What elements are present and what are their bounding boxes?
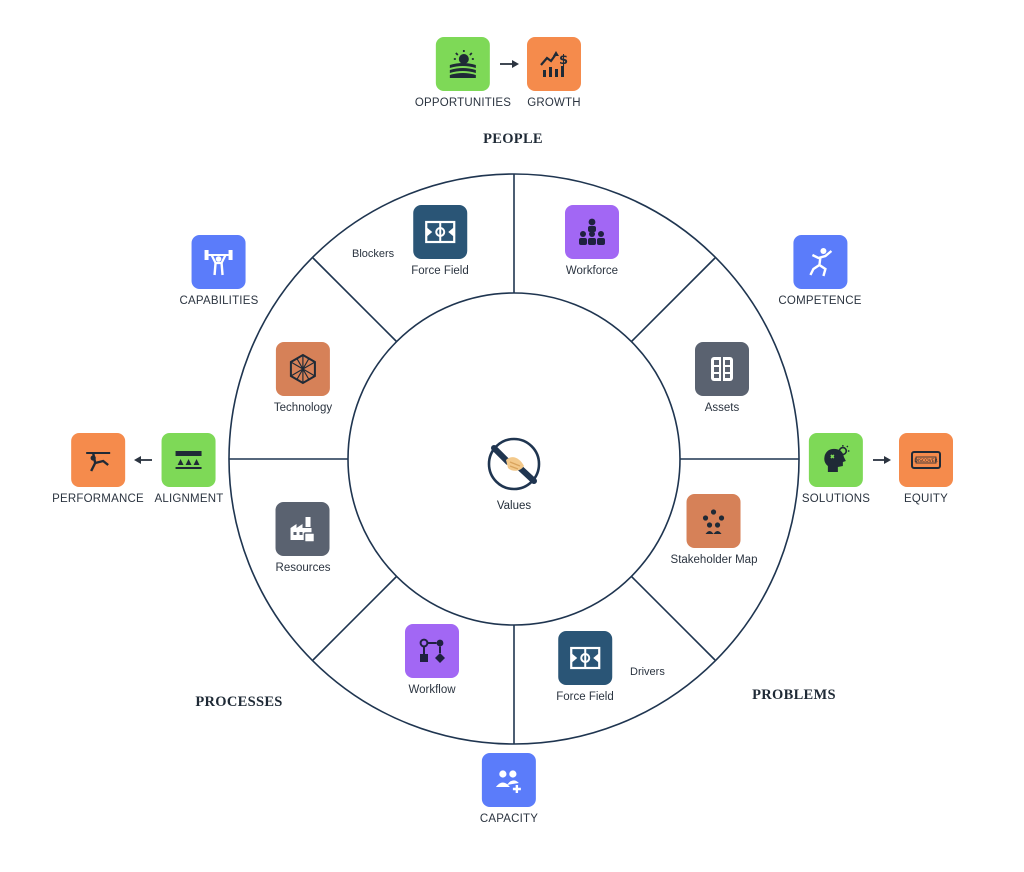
node-stakeholder-map[interactable]: Stakeholder Map	[670, 494, 758, 566]
force-field-icon	[413, 205, 467, 259]
node-label: ALIGNMENT	[154, 493, 224, 505]
growth-chart-icon: $	[527, 37, 581, 91]
node-technology[interactable]: Technology	[274, 342, 332, 414]
divider-bottom-right	[630, 575, 716, 661]
arrow-solutions-to-equity	[873, 456, 891, 464]
assets-icon	[695, 342, 749, 396]
card-icon: DISCOVER	[899, 433, 953, 487]
workflow-icon	[405, 624, 459, 678]
node-label: Workforce	[565, 265, 619, 277]
node-resources[interactable]: Resources	[275, 502, 331, 574]
node-label: Resources	[275, 562, 331, 574]
node-opportunities[interactable]: OPPORTUNITIES	[415, 37, 511, 109]
geodesic-icon	[276, 342, 330, 396]
node-label: Assets	[704, 402, 740, 414]
people-group-icon	[686, 494, 741, 548]
athlete-icon	[793, 235, 847, 289]
node-assets[interactable]: Assets	[695, 342, 749, 414]
card-text: DISCOVER	[914, 458, 937, 464]
node-capacity[interactable]: CAPACITY	[480, 753, 538, 825]
team-icon	[565, 205, 619, 259]
gymnast-icon	[71, 433, 125, 487]
node-solutions[interactable]: SOLUTIONS	[802, 433, 870, 505]
handshake-icon	[487, 437, 541, 491]
node-label: PERFORMANCE	[52, 493, 144, 505]
node-label: Force Field	[556, 691, 614, 703]
node-capabilities[interactable]: CAPABILITIES	[180, 235, 259, 307]
node-performance[interactable]: PERFORMANCE	[52, 433, 144, 505]
node-growth[interactable]: $ GROWTH	[527, 37, 581, 109]
node-workflow[interactable]: Workflow	[405, 624, 459, 696]
node-label: Workflow	[408, 684, 456, 696]
force-field-icon	[558, 631, 612, 685]
node-force-field-blockers[interactable]: Force Field	[411, 205, 469, 277]
node-label: Stakeholder Map	[670, 554, 758, 566]
weightlifter-icon	[191, 235, 246, 289]
node-workforce[interactable]: Workforce	[565, 205, 619, 277]
side-label-processes: PROCESSES	[195, 694, 283, 710]
svg-text:$: $	[559, 53, 568, 68]
center-values: Values	[486, 436, 542, 512]
divider-top-right	[630, 257, 716, 343]
node-label: SOLUTIONS	[801, 493, 871, 505]
node-label: CAPABILITIES	[179, 295, 259, 307]
center-label: Values	[496, 500, 532, 512]
field-sun-icon	[435, 37, 490, 91]
node-label: OPPORTUNITIES	[414, 97, 512, 109]
node-label: GROWTH	[527, 97, 581, 109]
head-idea-icon	[808, 433, 863, 487]
node-alignment[interactable]: ALIGNMENT	[155, 433, 224, 505]
node-label: CAPACITY	[479, 813, 539, 825]
node-label: Technology	[273, 402, 333, 414]
node-force-field-drivers[interactable]: Force Field	[556, 631, 614, 703]
drivers-label: Drivers	[630, 666, 665, 678]
blockers-label: Blockers	[352, 248, 395, 260]
node-competence[interactable]: COMPETENCE	[778, 235, 861, 307]
alignment-icon	[162, 433, 216, 487]
add-users-icon	[481, 753, 536, 807]
divider-top-left	[312, 257, 398, 343]
arrow-alignment-to-performance	[134, 456, 152, 464]
divider-bottom-left	[312, 575, 398, 661]
side-label-problems: PROBLEMS	[752, 687, 836, 703]
node-equity[interactable]: DISCOVER EQUITY	[899, 433, 953, 505]
node-label: COMPETENCE	[778, 295, 862, 307]
factory-icon	[276, 502, 330, 556]
node-label: Force Field	[411, 265, 469, 277]
side-label-people: PEOPLE	[483, 131, 543, 147]
arrow-opportunities-to-growth	[500, 60, 519, 68]
node-label: EQUITY	[903, 493, 948, 505]
